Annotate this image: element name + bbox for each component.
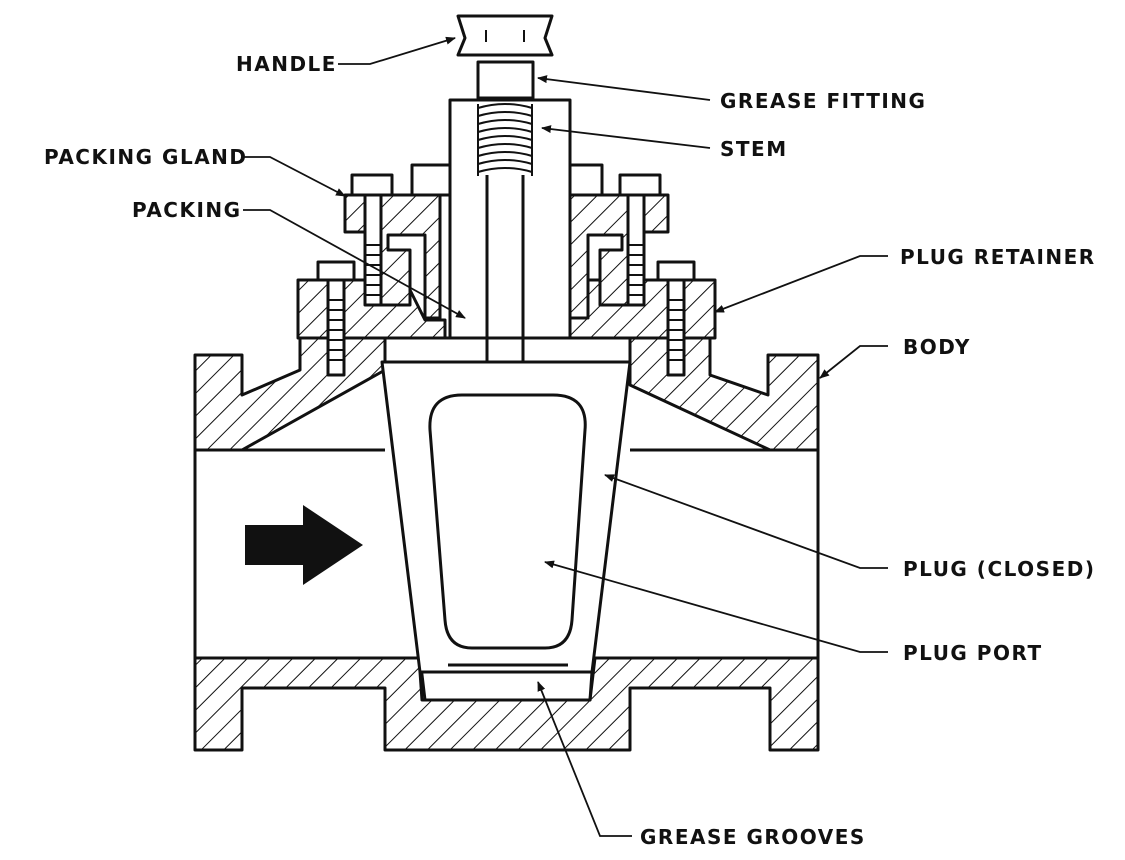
label-packing: PACKING: [132, 198, 242, 222]
label-plug-port: PLUG PORT: [903, 641, 1043, 665]
stem: [385, 98, 630, 362]
label-plug-retainer: PLUG RETAINER: [900, 245, 1096, 269]
flow-arrow-icon: [245, 505, 363, 585]
label-stem: STEM: [720, 137, 788, 161]
label-body: BODY: [903, 335, 971, 359]
packing-gland: [343, 163, 670, 320]
label-packing-gland: PACKING GLAND: [44, 145, 248, 169]
label-plug-closed: PLUG (CLOSED): [903, 557, 1095, 581]
label-grease-fitting: GREASE FITTING: [720, 89, 926, 113]
labels: HANDLE GREASE FITTING STEM PACKING GLAND…: [44, 52, 1096, 849]
grease-fitting: [476, 60, 535, 100]
label-handle: HANDLE: [236, 52, 337, 76]
leader-lines: [243, 36, 888, 837]
label-grease-grooves: GREASE GROOVES: [640, 825, 866, 849]
handle: [456, 14, 554, 57]
plug-port: [428, 393, 587, 650]
